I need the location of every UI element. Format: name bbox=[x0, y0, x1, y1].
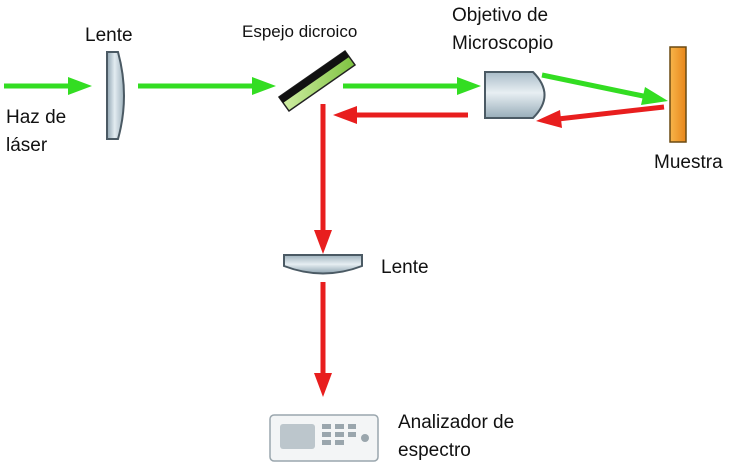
label-analyzer-line2: espectro bbox=[398, 440, 471, 461]
excitation-beam bbox=[4, 72, 668, 105]
dichroic-mirror bbox=[277, 49, 357, 113]
label-objective-line2: Microscopio bbox=[452, 33, 554, 54]
raman-beam bbox=[314, 104, 665, 397]
sample bbox=[669, 46, 687, 143]
microscope-objective bbox=[484, 71, 546, 119]
label-dichroic-mirror: Espejo dicroico bbox=[242, 22, 358, 41]
label-lens-bottom: Lente bbox=[381, 257, 429, 278]
spectrum-analyzer-icon bbox=[269, 414, 379, 462]
label-laser-line2: láser bbox=[6, 135, 48, 156]
label-analyzer-line1: Analizador de bbox=[398, 412, 515, 433]
lens-left bbox=[106, 51, 125, 140]
label-sample: Muestra bbox=[654, 152, 723, 173]
lens-bottom bbox=[283, 254, 363, 275]
label-lens-top: Lente bbox=[85, 25, 133, 46]
label-objective-line1: Objetivo de bbox=[452, 5, 549, 26]
label-laser-line1: Haz de bbox=[6, 107, 67, 128]
